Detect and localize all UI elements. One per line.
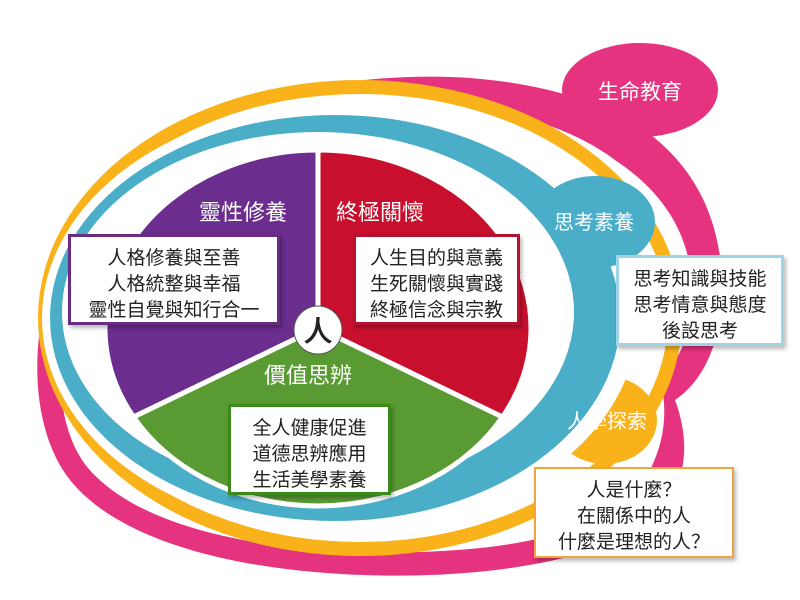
thinking-literacy-content-box: 思考知識與技能 思考情意與態度 後設思考 xyxy=(616,255,784,346)
ultimate-care-title: 終極關懷 xyxy=(336,201,424,226)
ultimate-line-2: 生死關懷與實踐 xyxy=(369,273,503,295)
value-thinking-content-box: 全人健康促進 道德思辨應用 生活美學素養 xyxy=(228,404,391,495)
spirit-content-box: 人格修養與至善 人格統整與幸福 靈性自覺與知行合一 xyxy=(68,234,280,325)
ultimate-care-content-box: 人生目的與意義 生死關懷與實踐 終極信念與宗教 xyxy=(353,234,520,325)
values-line-2: 道德思辨應用 xyxy=(252,443,367,465)
center-label: 人 xyxy=(304,315,332,348)
spirit-line-2: 人格統整與幸福 xyxy=(107,273,241,295)
human-line-3: 什麼是理想的人？ xyxy=(557,531,710,553)
life-education-title: 生命教育 xyxy=(598,80,682,104)
spirit-line-1: 人格修養與至善 xyxy=(107,247,241,269)
spirit-line-3: 靈性自覺與知行合一 xyxy=(88,299,260,321)
human-line-2: 在關係中的人 xyxy=(576,505,691,527)
values-line-3: 生活美學素養 xyxy=(252,469,367,491)
spirit-title: 靈性修養 xyxy=(199,201,287,226)
ultimate-line-3: 終極信念與宗教 xyxy=(369,299,503,321)
values-line-1: 全人健康促進 xyxy=(252,417,367,439)
center-node: 人 xyxy=(293,305,343,355)
thinking-literacy-title: 思考素養 xyxy=(554,210,634,234)
thinking-line-1: 思考知識與技能 xyxy=(633,268,767,290)
human-exploration-content-box: 人是什麼？ 在關係中的人 什麼是理想的人？ xyxy=(534,467,734,558)
thinking-line-3: 後設思考 xyxy=(661,320,738,342)
ultimate-line-1: 人生目的與意義 xyxy=(369,247,503,269)
human-line-1: 人是什麼？ xyxy=(586,479,682,501)
value-thinking-title: 價值思辨 xyxy=(264,364,352,389)
human-exploration-title: 人學探索 xyxy=(567,409,647,433)
thinking-line-2: 思考情意與態度 xyxy=(633,294,767,316)
